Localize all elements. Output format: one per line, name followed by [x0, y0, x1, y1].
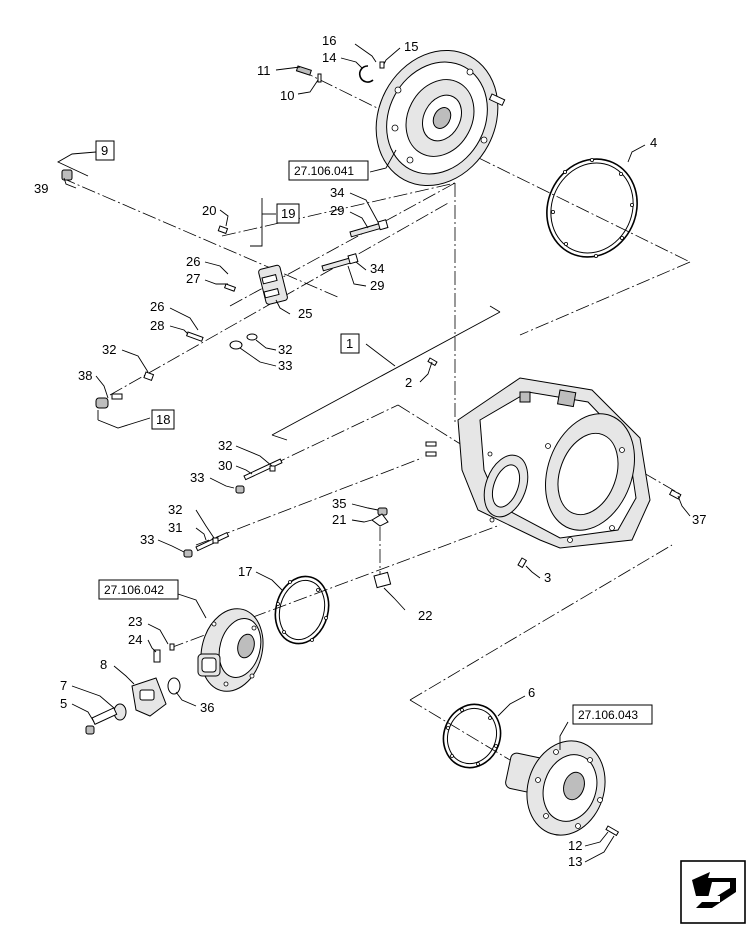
- callout-18: 18: [156, 412, 170, 427]
- gasket-4: [546, 157, 638, 258]
- callout-32b: 32: [102, 342, 116, 357]
- callout-27: 27: [186, 271, 200, 286]
- callout-37: 37: [692, 512, 706, 527]
- boxed-callouts: 9 19 18 1: [95, 140, 360, 430]
- callout-8: 8: [100, 657, 107, 672]
- callout-33c: 33: [140, 532, 154, 547]
- callout-23: 23: [128, 614, 142, 629]
- callout-19: 19: [281, 206, 295, 221]
- callout-30: 30: [218, 458, 232, 473]
- callout-9: 9: [101, 143, 108, 158]
- callout-17: 17: [238, 564, 252, 579]
- callout-29b: 29: [370, 278, 384, 293]
- group-brackets: [57, 151, 501, 441]
- gasket-17: [274, 575, 330, 645]
- callout-14: 14: [322, 50, 336, 65]
- callout-21: 21: [332, 512, 346, 527]
- callout-15: 15: [404, 39, 418, 54]
- output-hub-assembly: [505, 740, 620, 837]
- callout-12: 12: [568, 838, 582, 853]
- transmission-housing: [425, 357, 651, 549]
- misc-small-parts: [371, 489, 682, 589]
- converter-cover-assembly: [375, 49, 506, 187]
- callout-26b: 26: [150, 299, 164, 314]
- callout-11: 11: [257, 63, 271, 78]
- callout-31: 31: [168, 520, 182, 535]
- callout-39: 39: [34, 181, 48, 196]
- ref-27-106-042[interactable]: 27.106.042: [104, 583, 164, 597]
- callout-22: 22: [418, 608, 432, 623]
- callout-33a: 33: [278, 358, 292, 373]
- callout-4: 4: [650, 135, 657, 150]
- gasket-6: [442, 703, 502, 769]
- callout-35: 35: [332, 496, 346, 511]
- callout-1: 1: [346, 336, 353, 351]
- callout-32d: 32: [168, 502, 182, 517]
- callout-7: 7: [60, 678, 67, 693]
- top-small-parts: [295, 61, 385, 83]
- bolts-30-31: [183, 458, 283, 558]
- reference-boxes: 27.106.041 27.106.042 27.106.043: [98, 160, 653, 725]
- callout-29a: 29: [330, 203, 344, 218]
- callout-10: 10: [280, 88, 294, 103]
- callout-28: 28: [150, 318, 164, 333]
- callout-13: 13: [568, 854, 582, 869]
- callout-20: 20: [202, 203, 216, 218]
- ref-27-106-043[interactable]: 27.106.043: [578, 708, 638, 722]
- differential-assembly: [197, 608, 264, 692]
- callout-24: 24: [128, 632, 142, 647]
- callout-33b: 33: [190, 470, 204, 485]
- callout-5: 5: [60, 696, 67, 711]
- callout-26a: 26: [186, 254, 200, 269]
- callout-32c: 32: [218, 438, 232, 453]
- callout-34b: 34: [370, 261, 384, 276]
- chain-lines: [61, 69, 691, 791]
- callout-16: 16: [322, 33, 336, 48]
- callout-6: 6: [528, 685, 535, 700]
- navigation-arrow-icon[interactable]: [680, 860, 746, 924]
- callout-38: 38: [78, 368, 92, 383]
- callout-34a: 34: [330, 185, 344, 200]
- callout-25: 25: [298, 306, 312, 321]
- valve-group-parts: [61, 169, 389, 409]
- leader-lines: [63, 43, 691, 863]
- callout-numbers: 16 15 14 11 10 4 39 34 20 29 26 34 27 29…: [34, 33, 706, 869]
- callout-32a: 32: [278, 342, 292, 357]
- callout-3: 3: [544, 570, 551, 585]
- callout-2: 2: [405, 375, 412, 390]
- callout-36: 36: [200, 700, 214, 715]
- ref-27-106-041[interactable]: 27.106.041: [294, 164, 354, 178]
